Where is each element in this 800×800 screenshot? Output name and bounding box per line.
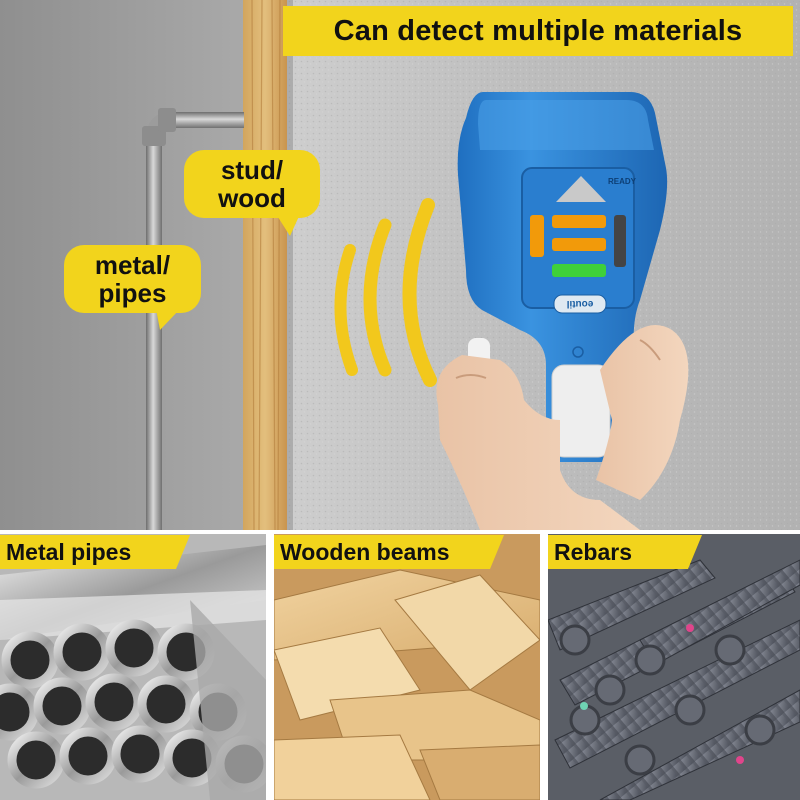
- stud-wood-label-line2: wood: [218, 183, 286, 213]
- ready-indicator-label: READY: [608, 177, 637, 186]
- hand: [436, 325, 689, 530]
- brand-logo: eoutil: [566, 298, 594, 309]
- stud-wood-label: stud/ wood: [184, 156, 320, 212]
- metal-pipes-label-line2: pipes: [98, 278, 167, 308]
- panel-label-metal-pipes: Metal pipes: [6, 539, 132, 565]
- wooden-stud: [243, 0, 287, 530]
- panel-label-rebars: Rebars: [554, 539, 632, 565]
- stud-wood-label-line1: stud/: [220, 155, 284, 185]
- stud-wood-bubble: [184, 150, 320, 236]
- rebars-label-bg: [548, 535, 702, 569]
- rebars-photo: [548, 534, 800, 800]
- wooden-beams-photo: [274, 534, 540, 800]
- headline-banner: [283, 6, 793, 56]
- headline: Can detect multiple materials: [333, 15, 743, 47]
- metal-pipes-photo: [0, 534, 266, 800]
- panel-label-wooden-beams: Wooden beams: [280, 539, 450, 565]
- wooden-beams-label-bg: [274, 535, 504, 569]
- metal-pipes-label-line1: metal/: [94, 250, 171, 280]
- metal-pipes-bubble-label: metal/ pipes: [64, 251, 201, 307]
- metal-pipes-bubble: [64, 245, 201, 330]
- signal-waves-icon: [334, 198, 437, 387]
- metal-pipes-label-bg: [0, 535, 190, 569]
